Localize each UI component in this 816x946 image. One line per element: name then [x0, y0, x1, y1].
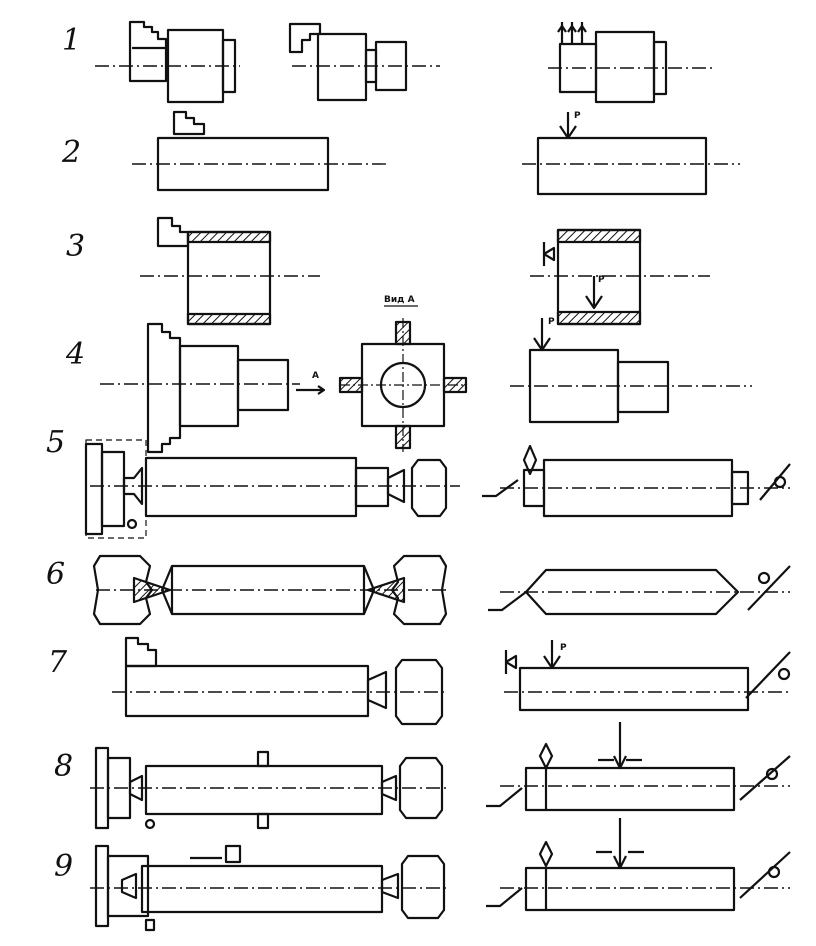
view-a-title: Вид А — [384, 295, 415, 305]
row-number-7: 7 — [48, 645, 68, 680]
scheme-4-view-a: Вид А — [338, 295, 468, 452]
force-label-row7: Р — [560, 643, 567, 653]
scheme-1-left — [95, 20, 240, 104]
row-number-8: 8 — [54, 749, 74, 784]
row-number-2: 2 — [62, 135, 82, 170]
scheme-6-right — [488, 565, 791, 616]
scheme-8-right — [486, 722, 791, 812]
scheme-7-left — [112, 636, 446, 726]
scheme-4-right: Р — [510, 317, 752, 424]
force-label-row4: Р — [548, 317, 555, 327]
scheme-1-middle — [288, 22, 440, 102]
scheme-2-left — [132, 110, 390, 192]
scheme-6-left — [92, 554, 448, 626]
scheme-5-right — [482, 444, 791, 518]
row-number-1: 1 — [62, 23, 82, 58]
view-arrow-label: А — [312, 371, 319, 381]
row-number-6: 6 — [46, 557, 66, 592]
force-label-row3: Р — [598, 275, 605, 285]
row-number-9: 9 — [54, 849, 74, 884]
scheme-7-right: Р — [504, 640, 791, 712]
row-number-5: 5 — [46, 425, 66, 460]
force-label-row2: Р — [574, 111, 581, 121]
scheme-3-right: Р — [530, 228, 710, 326]
scheme-5-left — [84, 439, 460, 539]
scheme-1-right — [548, 22, 712, 104]
row-number-3: 3 — [66, 229, 86, 264]
scheme-9-left — [90, 844, 446, 932]
scheme-8-left — [90, 746, 446, 830]
scheme-4-left: А — [100, 322, 326, 454]
row-number-4: 4 — [66, 337, 86, 372]
scheme-9-right — [486, 818, 791, 912]
scheme-2-right: Р — [522, 111, 740, 196]
scheme-3-left — [140, 216, 320, 326]
